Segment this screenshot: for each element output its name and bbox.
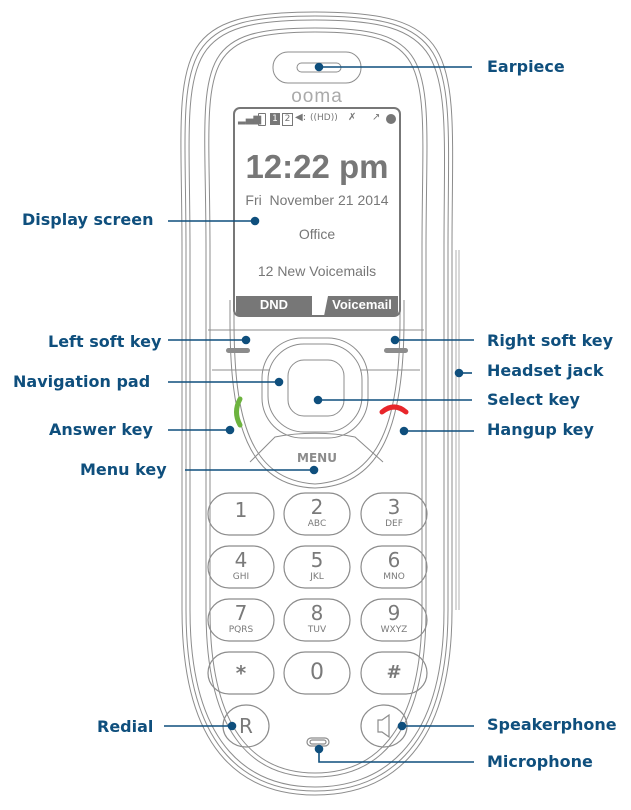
softkey-left-dnd[interactable]: DND [259, 297, 289, 312]
label-left-soft-key: Left soft key [48, 332, 162, 351]
label-microphone: Microphone [487, 752, 593, 771]
line-2-icon: 2 [282, 113, 293, 126]
label-select-key: Select key [487, 390, 580, 409]
right-soft-key[interactable] [380, 340, 412, 360]
speakerphone-key[interactable] [361, 705, 407, 747]
location-text: Office [298, 226, 336, 242]
label-redial: Redial [97, 717, 154, 736]
select-key[interactable] [288, 360, 344, 416]
do-not-disturb-icon [386, 114, 396, 124]
earpiece [273, 52, 361, 83]
label-earpiece: Earpiece [487, 57, 565, 76]
battery-icon [258, 113, 266, 126]
speaker-icon: ◀: [295, 112, 307, 123]
menu-key[interactable]: MENU [297, 451, 337, 465]
label-answer-key: Answer key [49, 420, 153, 439]
left-soft-key[interactable] [222, 340, 254, 360]
microphone [307, 738, 329, 746]
softkey-right-voicemail[interactable]: Voicemail [332, 297, 392, 312]
key-0[interactable]: 0 [310, 660, 324, 685]
label-navigation-pad: Navigation pad [13, 372, 151, 391]
answer-key[interactable] [226, 395, 250, 431]
key-1[interactable]: 1 [234, 498, 248, 522]
date-text: Fri November 21 2014 [245, 192, 389, 208]
key-star[interactable]: * [235, 661, 247, 685]
signal-icon: ▂▄▆ [238, 114, 262, 125]
line-1-icon: 1 [270, 113, 280, 125]
label-headset-jack: Headset jack [487, 361, 604, 380]
key-hash[interactable]: # [386, 662, 402, 683]
clock-time: 12:22 pm [245, 148, 389, 185]
label-hangup-key: Hangup key [487, 420, 594, 439]
label-display-screen: Display screen [22, 210, 154, 229]
missed-call-icon: ↗ [372, 112, 381, 123]
label-speakerphone: Speakerphone [487, 715, 617, 734]
redial-key[interactable]: R [239, 714, 253, 738]
label-right-soft-key: Right soft key [487, 331, 614, 350]
voicemail-notification: 12 New Voicemails [257, 263, 377, 279]
brand-logo: ooma [291, 86, 343, 107]
status-bar: ▂▄▆ 1 2 ◀: ((HD)) ✗ ↗ [238, 112, 398, 128]
hd-voice-icon: ((HD)) [310, 113, 338, 123]
label-menu-key: Menu key [80, 460, 167, 479]
hangup-key[interactable] [378, 398, 410, 428]
mute-icon: ✗ [348, 112, 357, 123]
